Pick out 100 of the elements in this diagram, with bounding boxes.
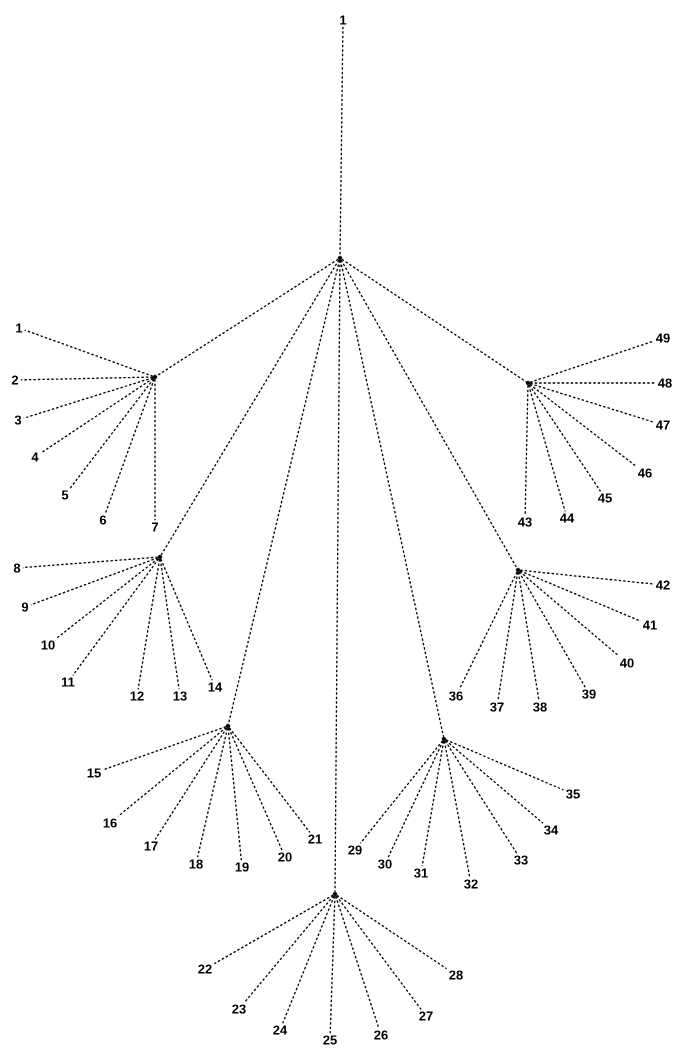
dotted-line	[160, 259, 340, 556]
dotted-line	[104, 378, 155, 514]
junction-point	[225, 723, 231, 729]
number-label: 13	[173, 691, 187, 701]
number-label: 33	[514, 855, 528, 865]
dotted-line	[40, 377, 154, 454]
junction-point	[337, 255, 343, 261]
number-label: 48	[658, 378, 672, 388]
number-label: 39	[582, 689, 596, 699]
junction-point	[515, 567, 521, 573]
dotted-line	[359, 740, 444, 844]
dotted-line	[519, 570, 642, 622]
dotted-line	[227, 727, 242, 861]
number-label: 30	[378, 859, 392, 869]
dotted-line	[497, 571, 519, 701]
dotted-line	[69, 378, 155, 489]
number-label: 22	[198, 964, 212, 974]
dotted-line	[340, 259, 518, 569]
dotted-line	[445, 739, 565, 791]
dotted-line	[339, 259, 445, 738]
number-label: 11	[61, 677, 75, 687]
dotted-line	[23, 377, 154, 419]
dotted-line	[421, 740, 445, 867]
dotted-line	[117, 726, 227, 817]
number-label: 2	[11, 375, 19, 385]
number-label: 43	[518, 517, 532, 527]
number-label: 12	[130, 691, 144, 701]
number-label: 37	[490, 702, 504, 712]
dotted-line	[30, 557, 159, 606]
dotted-line	[336, 894, 448, 970]
dotted-line	[387, 740, 444, 858]
number-label: 36	[449, 691, 463, 701]
number-label: 21	[308, 834, 322, 844]
dotted-line	[529, 383, 655, 423]
junction-point	[157, 554, 163, 560]
dotted-line	[445, 739, 544, 824]
number-label: 44	[560, 513, 575, 523]
dotted-line	[228, 727, 283, 851]
dotted-line	[244, 895, 335, 1003]
number-label: 46	[638, 468, 652, 478]
dotted-line	[529, 383, 637, 467]
dotted-line	[196, 727, 229, 858]
dotted-line	[102, 726, 227, 771]
number-label: 49	[656, 333, 670, 343]
dotted-line	[529, 382, 657, 384]
number-label: 20	[278, 852, 292, 862]
number-label: 16	[103, 818, 117, 828]
dotted-line	[227, 259, 341, 725]
dotted-line	[228, 727, 311, 833]
junction-point	[152, 374, 158, 380]
number-label: 42	[656, 580, 670, 590]
dotted-line	[334, 259, 341, 893]
dotted-line	[517, 571, 540, 701]
dotted-line	[528, 384, 602, 492]
dotted-line	[335, 895, 380, 1029]
number-label: 19	[235, 862, 249, 872]
number-label: 24	[273, 1025, 288, 1035]
dotted-line	[335, 895, 422, 1010]
dotted-line	[282, 895, 335, 1024]
number-label: 9	[21, 602, 29, 612]
dotted-line	[529, 340, 655, 383]
dotted-line	[341, 258, 527, 383]
number-label: 5	[61, 490, 69, 500]
number-label: 1	[16, 323, 23, 333]
dotted-line	[527, 384, 566, 512]
dotted-line	[518, 571, 586, 688]
dotted-line	[444, 740, 518, 854]
dotted-line	[519, 569, 655, 585]
number-label: 26	[374, 1030, 388, 1040]
dotted-line	[137, 558, 161, 690]
dotted-line	[443, 740, 471, 878]
junction-point	[525, 380, 531, 386]
number-label: 15	[87, 768, 101, 778]
dotted-line	[213, 894, 334, 965]
number-label: 8	[13, 563, 21, 573]
number-label: 17	[144, 841, 158, 851]
dotted-line	[154, 727, 228, 840]
number-label: 18	[189, 859, 203, 869]
number-label: 31	[414, 868, 428, 878]
dotted-line	[22, 556, 159, 569]
dotted-line	[159, 558, 180, 690]
number-label: 10	[41, 640, 55, 650]
number-label: 35	[566, 789, 580, 799]
junction-point	[332, 891, 338, 897]
dotted-line	[72, 558, 160, 676]
number-label: 7	[151, 522, 159, 532]
number-label: 6	[99, 515, 107, 525]
number-label: 41	[643, 620, 657, 630]
number-label: 14	[208, 682, 223, 692]
number-label: 47	[656, 420, 670, 430]
dotted-line	[458, 571, 518, 690]
dotted-line	[329, 895, 336, 1034]
dotted-line	[55, 557, 159, 639]
number-label: 29	[348, 845, 362, 855]
number-label: 3	[14, 415, 22, 425]
number-label: 4	[31, 452, 39, 462]
number-label: 40	[620, 658, 634, 668]
dotted-line	[160, 558, 213, 681]
junction-point	[441, 736, 447, 742]
number-label: 32	[464, 879, 478, 889]
